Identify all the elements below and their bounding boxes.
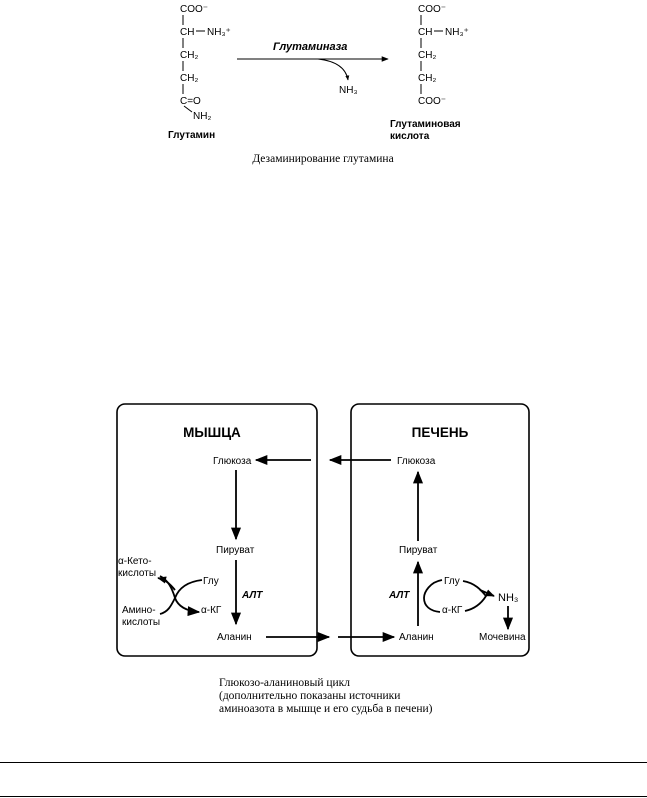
amino-acids-line2: кислоты (122, 617, 160, 628)
keto-acids-line1: α-Кето- (118, 556, 152, 567)
muscle-box (116, 403, 318, 657)
muscle-akg: α-КГ (201, 605, 222, 616)
glutamine-ch2-b: CH₂ (180, 73, 198, 84)
glutamate-nh3: NH₃⁺ (445, 27, 469, 38)
glutamate-ch2-a: CH₂ (418, 50, 436, 61)
glutamine-nh2: NH₂ (193, 111, 211, 122)
glutamine-co: C=O (180, 96, 201, 107)
page-rule-upper (0, 762, 647, 763)
glutamate-ch: CH (418, 27, 432, 38)
page-rule-lower (0, 796, 647, 797)
transamination-curve-upper (159, 579, 203, 615)
glutamate-ch2-b: CH₂ (418, 73, 436, 84)
enzyme-label-glutaminase: Глутаминаза (273, 41, 347, 53)
liver-glu: Глу (444, 576, 460, 587)
liver-transamination-left (423, 579, 443, 613)
bond (183, 105, 193, 113)
glutamine-ch2-a: CH₂ (180, 50, 198, 61)
liver-akg: α-КГ (442, 605, 463, 616)
figure2-caption-line2: (дополнительно показаны источники (219, 690, 400, 702)
figure2-caption-line3: аминоазота в мышце и его судьба в печени… (219, 703, 433, 715)
keto-acid-arrow (157, 576, 176, 591)
nh3-release-arrow (317, 58, 350, 81)
muscle-title: МЫШЦА (183, 425, 241, 440)
muscle-alanine: Аланин (217, 632, 252, 643)
muscle-glucose: Глюкоза (213, 456, 252, 467)
glucose-alanine-cycle-figure: МЫШЦА Глюкоза Пируват АЛТ Аланин α-Кето-… (116, 403, 530, 715)
glutamine-ch: CH (180, 27, 194, 38)
liver-title: ПЕЧЕНЬ (412, 425, 469, 440)
glutamine-structure: COO⁻ CH NH₃⁺ CH₂ CH₂ C=O NH₂ Глутамин (168, 4, 231, 141)
liver-pyruvate: Пируват (399, 545, 438, 556)
glutamic-acid-name-line1: Глутаминовая (390, 119, 461, 130)
glutamine-coo: COO⁻ (180, 4, 208, 15)
liver-transamination-right (462, 580, 488, 612)
glutamine-deamination-figure: COO⁻ CH NH₃⁺ CH₂ CH₂ C=O NH₂ Глутамин Гл… (168, 4, 469, 165)
glutamine-nh3: NH₃⁺ (207, 27, 231, 38)
glutamic-acid-name-line2: кислота (390, 131, 430, 142)
glutamic-acid-structure: COO⁻ CH NH₃⁺ CH₂ CH₂ COO⁻ Глутаминовая к… (390, 4, 469, 142)
muscle-alt-label: АЛТ (241, 590, 263, 601)
liver-nh3-arrow (479, 589, 495, 597)
liver-glucose: Глюкоза (397, 456, 436, 467)
glutamate-coo: COO⁻ (418, 4, 446, 15)
glutamate-coo-bottom: COO⁻ (418, 96, 446, 107)
muscle-pyruvate: Пируват (216, 545, 255, 556)
figure1-caption: Дезаминирование глутамина (252, 153, 393, 165)
glutamine-name: Глутамин (168, 130, 215, 141)
liver-nh3: NH₃ (498, 592, 518, 604)
amino-acids-line1: Амино- (122, 605, 156, 616)
muscle-glu: Глу (203, 576, 219, 587)
glutaminase-reaction-arrow: Глутаминаза NH₃ (237, 41, 389, 96)
keto-acids-line2: кислоты (118, 568, 156, 579)
liver-alt-label: АЛТ (388, 590, 410, 601)
liver-box (350, 403, 530, 657)
figure2-caption-line1: Глюкозо-аланиновый цикл (219, 677, 350, 689)
liver-alanine: Аланин (399, 632, 434, 643)
released-nh3: NH₃ (339, 85, 358, 96)
liver-urea: Мочевина (479, 632, 526, 643)
